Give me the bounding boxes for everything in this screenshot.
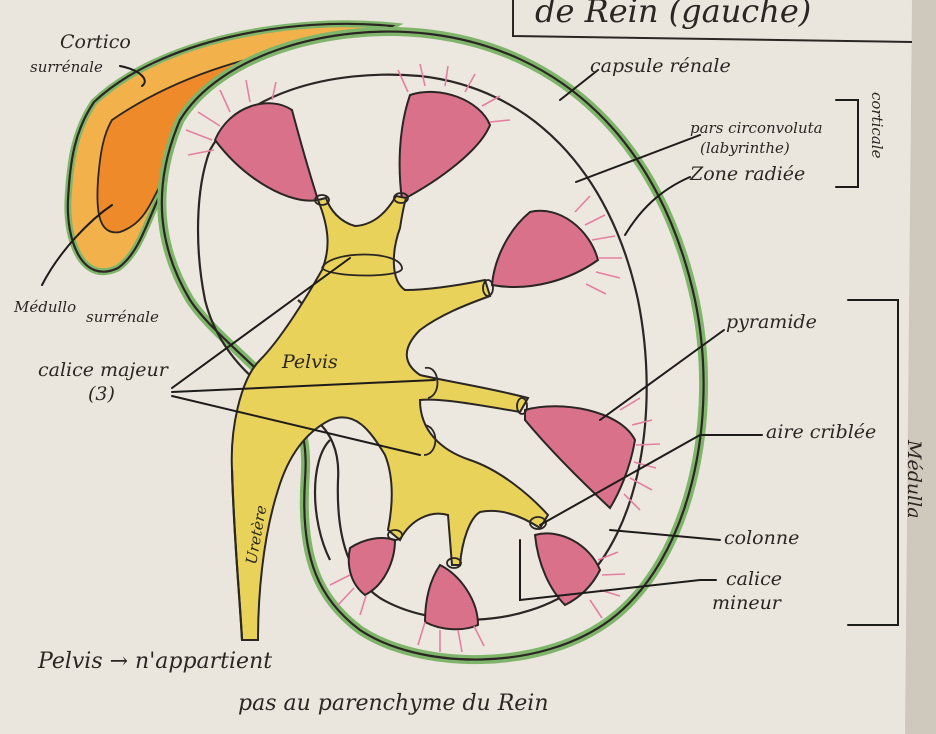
label-calice-mineur-1: calice: [726, 568, 782, 590]
label-capsule: capsule rénale: [590, 55, 731, 77]
title-text: de Rein (gauche): [535, 0, 811, 30]
label-cortico-1: Cortico: [60, 31, 131, 53]
label-medullo-2: surrénale: [86, 308, 159, 326]
label-aire-criblee: aire criblée: [766, 421, 876, 443]
label-medulla: Médulla: [903, 439, 925, 519]
label-pelvis: Pelvis: [281, 351, 338, 373]
label-colonne: colonne: [724, 527, 799, 549]
label-medullo-1: Médullo: [13, 298, 76, 316]
note-line-2: pas au parenchyme du Rein: [238, 691, 549, 716]
label-calice-majeur-1: calice majeur: [38, 359, 170, 381]
label-calice-majeur-2: (3): [88, 383, 115, 405]
label-pyramide: pyramide: [726, 311, 817, 333]
note-line-1: Pelvis → n'appartient: [37, 649, 272, 674]
label-calice-mineur-2: mineur: [712, 592, 783, 614]
label-cortico-2: surrénale: [30, 58, 103, 76]
label-pars-2: (labyrinthe): [700, 139, 790, 157]
label-zone-radiee: Zone radiée: [689, 163, 805, 185]
label-pars-1: pars circonvoluta: [690, 119, 823, 137]
label-corticale: corticale: [868, 92, 886, 159]
